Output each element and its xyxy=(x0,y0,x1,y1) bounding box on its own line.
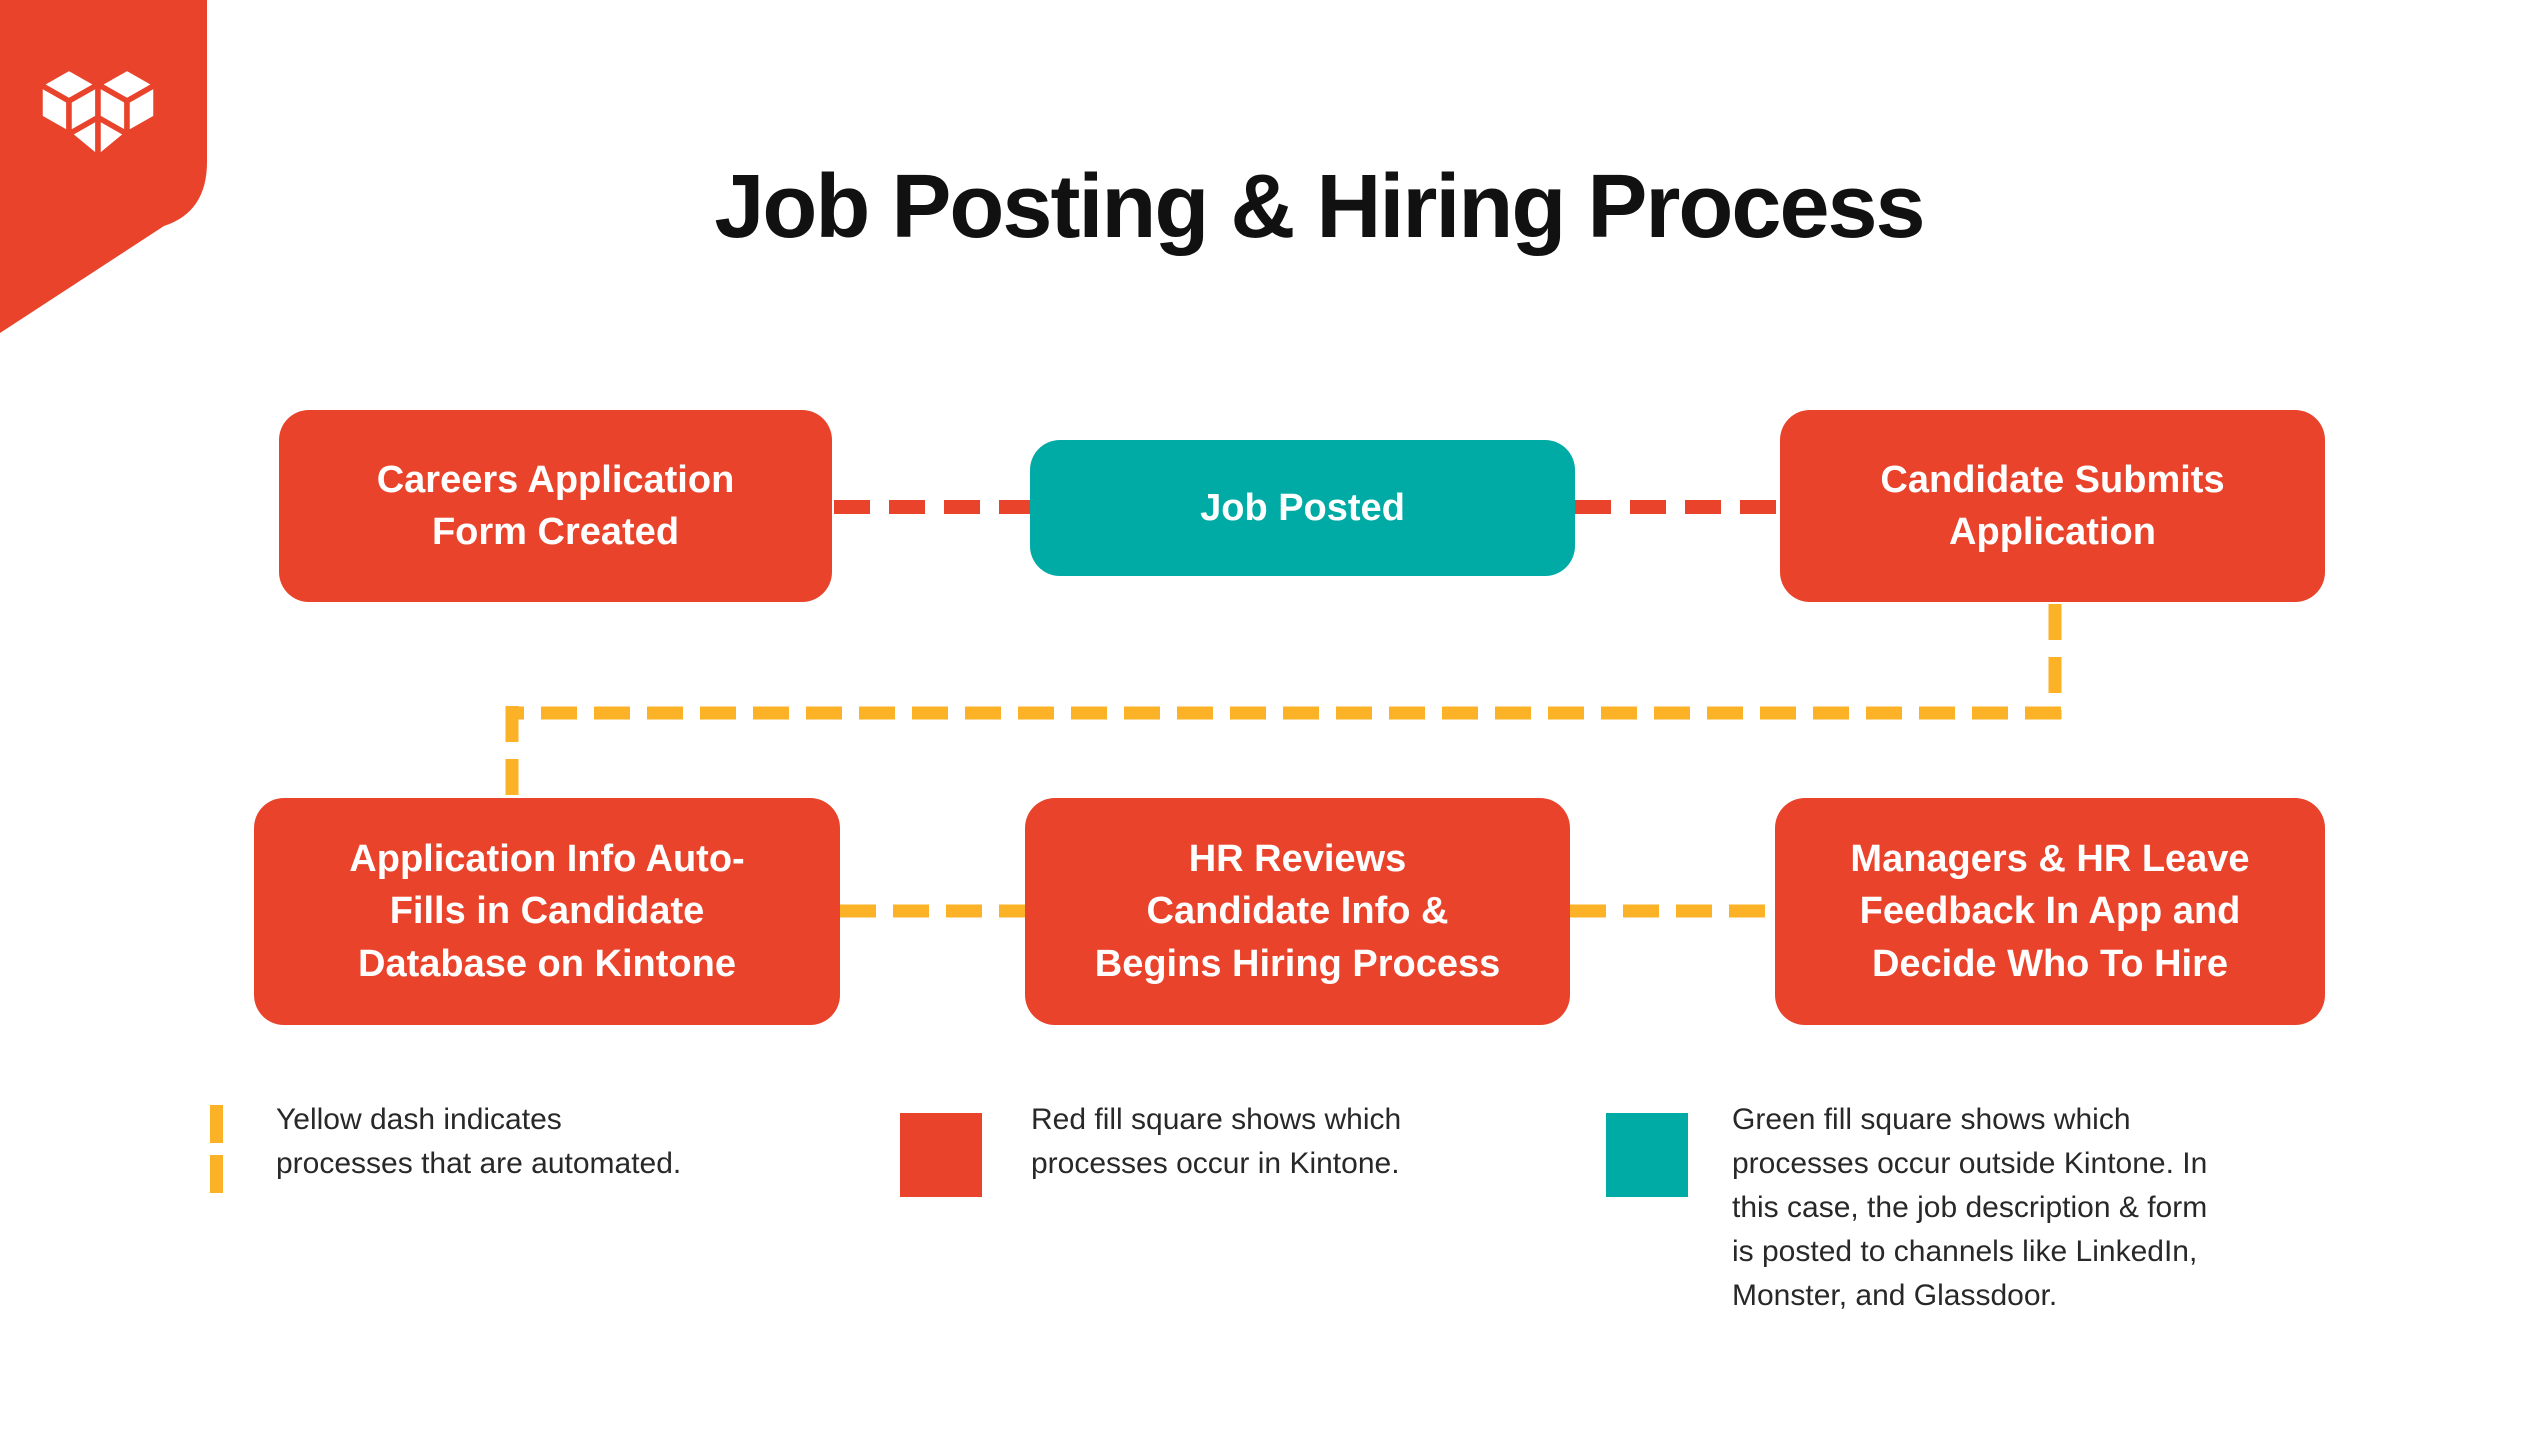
flow-box-careers-application-form-created: Careers Application Form Created xyxy=(279,410,832,602)
flow-box-label: Managers & HR Leave Feedback In App and … xyxy=(1850,837,2250,985)
flow-box-label: Job Posted xyxy=(1200,486,1405,529)
red-fill-square-icon xyxy=(900,1113,982,1197)
flow-box-application-info-autofills: Application Info Auto- Fills in Candidat… xyxy=(254,798,840,1025)
kintone-heart-cubes-logo xyxy=(37,65,159,161)
legend-yellow-dash-text: Yellow dash indicates processes that are… xyxy=(276,1103,682,1180)
page-title: Job Posting & Hiring Process xyxy=(714,157,1925,257)
flow-box-label: Candidate Submits Application xyxy=(1880,458,2225,553)
flow-box-job-posted: Job Posted xyxy=(1030,440,1575,576)
brand-banner xyxy=(0,0,207,333)
flow-box-managers-hr-feedback: Managers & HR Leave Feedback In App and … xyxy=(1775,798,2325,1025)
green-fill-square-icon xyxy=(1606,1113,1688,1197)
yellow-dash-icon xyxy=(210,1155,223,1193)
legend-green-square-text: Green fill square shows which processes … xyxy=(1732,1103,2208,1312)
flow-box-hr-reviews-candidate-info: HR Reviews Candidate Info & Begins Hirin… xyxy=(1025,798,1570,1025)
legend-red-square-text: Red fill square shows which processes oc… xyxy=(1031,1103,1402,1180)
yellow-dash-icon xyxy=(210,1105,223,1143)
flow-box-candidate-submits-application: Candidate Submits Application xyxy=(1780,410,2325,602)
flow-box-label: HR Reviews Candidate Info & Begins Hirin… xyxy=(1094,837,1501,985)
flow-box-label: Careers Application Form Created xyxy=(376,458,735,553)
flow-box-label: Application Info Auto- Fills in Candidat… xyxy=(349,837,745,985)
